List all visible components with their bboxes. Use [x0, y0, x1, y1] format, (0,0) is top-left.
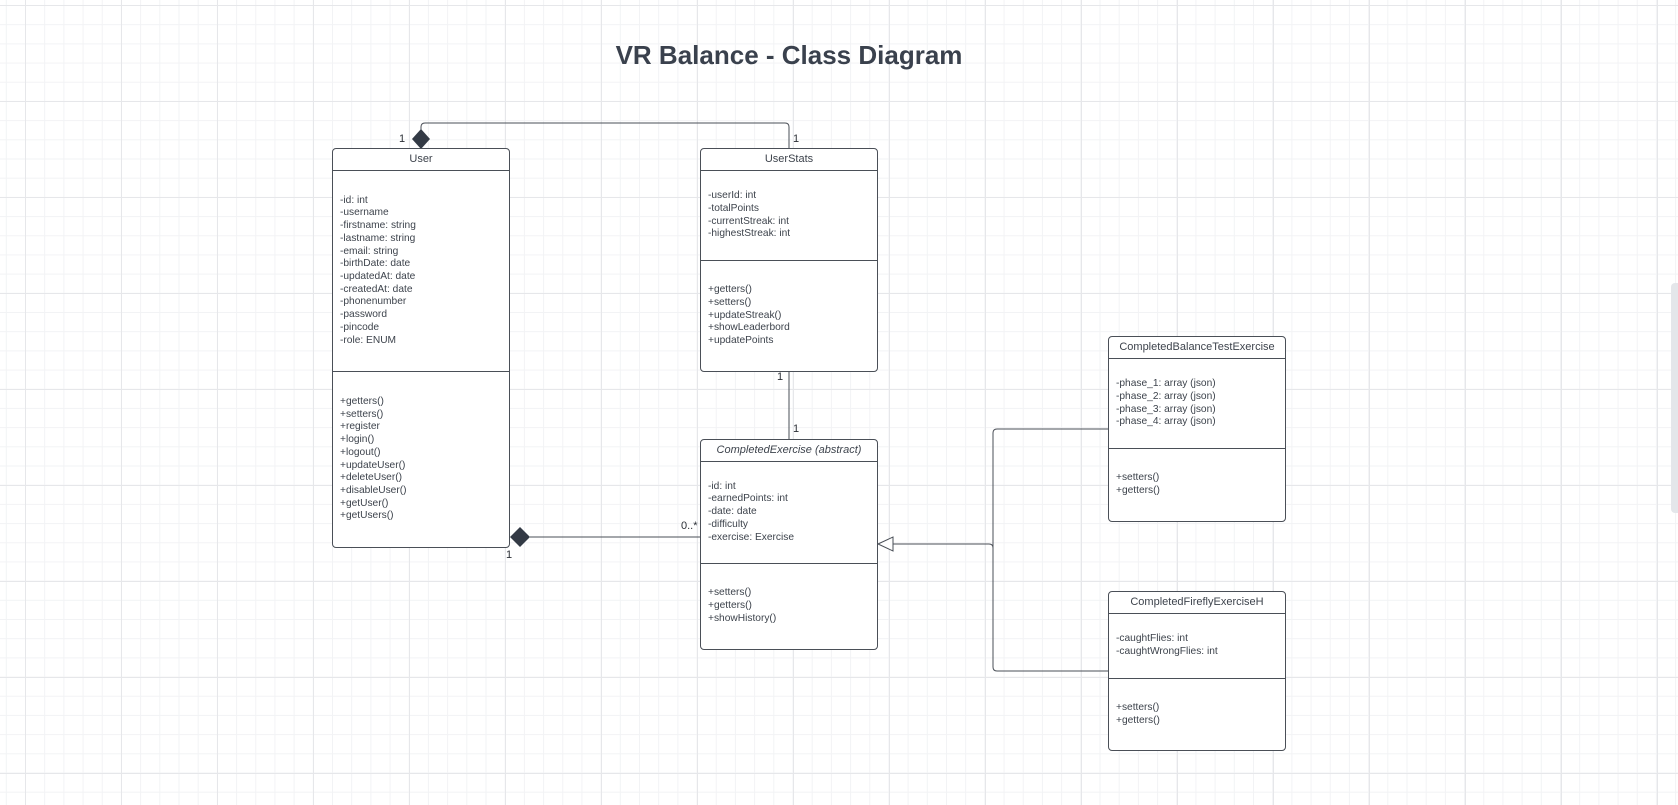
attribute: -totalPoints — [708, 202, 759, 214]
operation: +setters() — [708, 587, 752, 599]
user-userstats-composition-diamond — [412, 129, 430, 149]
diagram-title: VR Balance - Class Diagram — [615, 40, 963, 70]
operation: +getUser() — [340, 497, 389, 509]
attribute: -createdAt: date — [340, 283, 413, 295]
operations-compartment: +getters() +setters() +updateStreak() +s… — [701, 261, 877, 371]
operation: +deleteUser() — [340, 472, 403, 484]
attribute: -pincode — [340, 321, 380, 333]
attributes-compartment: -id: int -username -firstname: string -l… — [333, 171, 509, 372]
attribute: -username — [340, 207, 389, 219]
class-userstats[interactable]: UserStats -userId: int -totalPoints -cur… — [700, 148, 878, 372]
operation: +disableUser() — [340, 484, 407, 496]
class-name: UserStats — [701, 149, 877, 171]
operation: +setters() — [340, 408, 384, 420]
user-userstats-composition-line[interactable] — [420, 122, 790, 148]
attribute: -exercise: Exercise — [708, 531, 795, 543]
attribute: -currentStreak: int — [708, 215, 789, 227]
attribute: -password — [340, 309, 387, 321]
attribute: -email: string — [340, 245, 399, 257]
multiplicity-user-bottom: 1 — [506, 549, 513, 561]
attribute: -difficulty — [708, 518, 749, 530]
operations-compartment: +setters() +getters() — [1109, 679, 1285, 750]
attributes-compartment: -id: int -earnedPoints: int -date: date … — [701, 462, 877, 564]
class-completed-balance-test-exercise[interactable]: CompletedBalanceTestExercise -phase_1: a… — [1108, 336, 1286, 522]
operation: +login() — [340, 434, 375, 446]
operation: +register — [340, 421, 380, 433]
attribute: -phase_1: array (json) — [1116, 378, 1216, 390]
operation: +showLeaderbord — [708, 322, 790, 334]
attribute: -earnedPoints: int — [708, 493, 788, 505]
vertical-scrollbar[interactable] — [1671, 283, 1678, 513]
operation: +updatePoints — [708, 335, 774, 347]
multiplicity-userstats-top: 1 — [793, 133, 800, 145]
operation: +setters() — [1116, 701, 1160, 713]
class-name: CompletedExercise (abstract) — [701, 440, 877, 462]
operations-compartment: +setters() +getters() — [1109, 449, 1285, 521]
attribute: -phase_2: array (json) — [1116, 390, 1216, 402]
generalization-arrowhead — [876, 536, 894, 552]
class-name: CompletedFireflyExerciseH — [1109, 592, 1285, 614]
class-completed-firefly-exercise[interactable]: CompletedFireflyExerciseH -caughtFlies: … — [1108, 591, 1286, 751]
multiplicity-exercise-left: 0..* — [681, 520, 698, 532]
attribute: -caughtWrongFlies: int — [1116, 646, 1218, 657]
class-completed-exercise[interactable]: CompletedExercise (abstract) -id: int -e… — [700, 439, 878, 650]
attribute: -firstname: string — [340, 220, 416, 232]
operation: +getUsers() — [340, 510, 394, 522]
operation: +setters() — [1116, 472, 1160, 484]
attribute: -phase_3: array (json) — [1116, 403, 1216, 415]
attributes-compartment: -userId: int -totalPoints -currentStreak… — [701, 171, 877, 261]
operation: +getters() — [340, 395, 384, 407]
attribute: -birthDate: date — [340, 258, 411, 270]
class-name: User — [333, 149, 509, 171]
operation: +getters() — [708, 284, 752, 296]
operation: +getters() — [1116, 485, 1160, 496]
multiplicity-exercise-top: 1 — [793, 423, 800, 435]
attribute: -date: date — [708, 506, 757, 518]
attribute: -caughtFlies: int — [1116, 633, 1188, 645]
attributes-compartment: -phase_1: array (json) -phase_2: array (… — [1109, 359, 1285, 449]
operation: +showHistory() — [708, 612, 777, 624]
operation: +getters() — [708, 600, 752, 612]
operations-compartment: +getters() +setters() +register +login()… — [333, 372, 509, 547]
attribute: -userId: int — [708, 190, 757, 202]
multiplicity-userstats-bottom: 1 — [777, 371, 784, 383]
operation: +logout() — [340, 446, 381, 458]
attribute: -role: ENUM — [340, 334, 397, 346]
attribute: -lastname: string — [340, 232, 416, 244]
attribute: -phase_4: array (json) — [1116, 416, 1216, 428]
operation: +updateStreak() — [708, 309, 782, 321]
operation: +getters() — [1116, 714, 1160, 726]
operations-compartment: +setters() +getters() +showHistory() — [701, 564, 877, 649]
attribute: -updatedAt: date — [340, 271, 416, 282]
attribute: -highestStreak: int — [708, 228, 791, 240]
generalization-connector[interactable] — [893, 428, 1108, 672]
class-name: CompletedBalanceTestExercise — [1109, 337, 1285, 359]
class-user[interactable]: User -id: int -username -firstname: stri… — [332, 148, 510, 548]
operation: +updateUser() — [340, 459, 406, 471]
attribute: -id: int — [708, 480, 736, 492]
attributes-compartment: -caughtFlies: int -caughtWrongFlies: int — [1109, 614, 1285, 679]
operation: +setters() — [708, 296, 752, 308]
attribute: -id: int — [340, 194, 368, 206]
user-exercise-composition-diamond — [510, 527, 530, 547]
multiplicity-user-top: 1 — [399, 133, 406, 145]
attribute: -phonenumber — [340, 296, 407, 308]
